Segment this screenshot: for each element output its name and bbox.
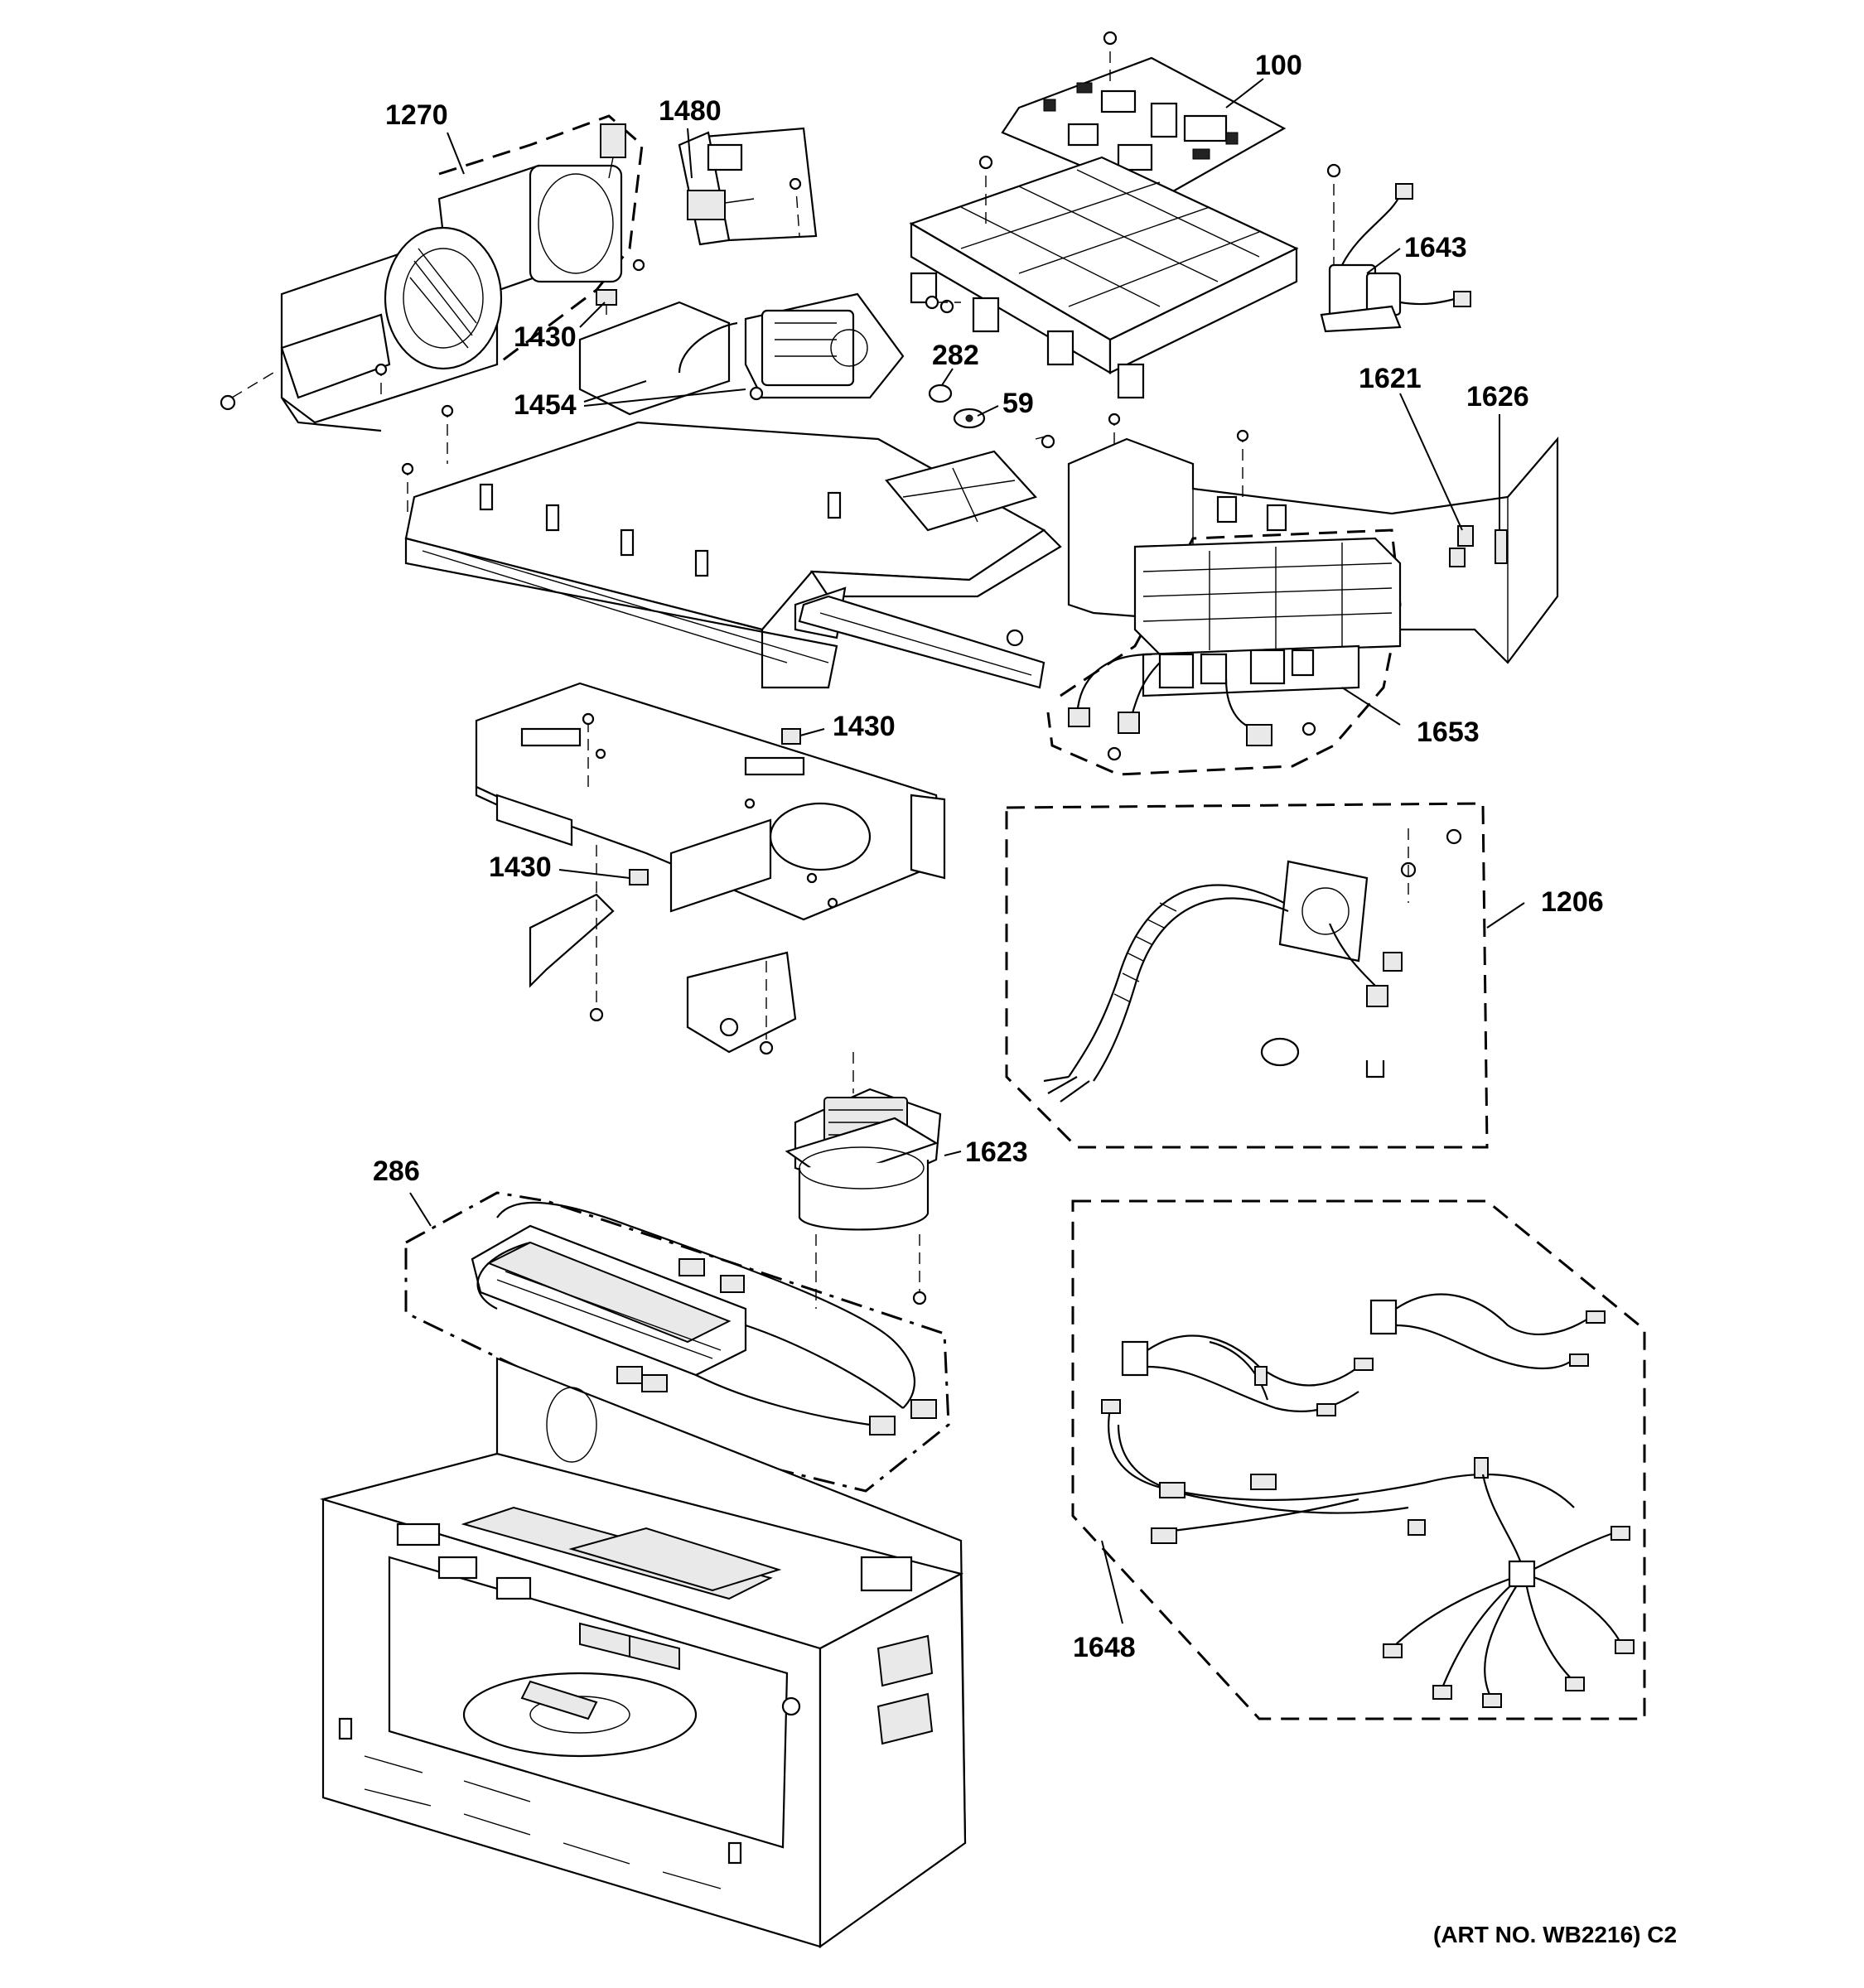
- part-1621-switch: [1449, 525, 1474, 567]
- part-1643-transformer: [1320, 163, 1471, 333]
- lower-support-brackets: [529, 712, 797, 1055]
- part-1454-relay-box: [578, 292, 905, 416]
- middle-chassis-plate: [475, 682, 946, 921]
- part-1430-thermostat-lower: [629, 869, 649, 885]
- part-59-fuse-holder: [953, 408, 986, 429]
- callout-1206: 1206: [1541, 886, 1604, 918]
- lower-rail-bracket: [798, 595, 1045, 689]
- callout-1480: 1480: [659, 95, 722, 127]
- part-282-fuse: [928, 384, 953, 403]
- callout-1621: 1621: [1359, 363, 1422, 394]
- callout-59: 59: [1002, 388, 1034, 419]
- part-1648-wire-harness: [1071, 1199, 1646, 1720]
- callout-1454: 1454: [514, 389, 577, 421]
- part-286-heater-assembly: [404, 1191, 950, 1493]
- art-number: (ART NO. WB2216) C2: [1433, 1922, 1677, 1947]
- callout-1430-top: 1430: [514, 321, 577, 353]
- part-1480-bracket: [678, 127, 818, 246]
- oven-cavity-front-frame: [319, 1357, 967, 1949]
- callout-1643: 1643: [1404, 232, 1467, 263]
- callout-1270: 1270: [385, 99, 448, 131]
- callout-1653: 1653: [1417, 717, 1480, 748]
- part-1653-relay-board: [1046, 528, 1402, 776]
- callout-1430-lower: 1430: [489, 852, 552, 883]
- board-mounting-tray: [909, 155, 1299, 399]
- callout-leader-lines: [409, 78, 1525, 1624]
- screw-1270-left: [220, 372, 274, 411]
- screws-upper-cluster: [632, 258, 1055, 449]
- part-1623-stirrer-motor: [785, 1052, 942, 1309]
- callout-1623: 1623: [965, 1136, 1028, 1168]
- part-1430-thermostat-top: [596, 289, 617, 315]
- part-1626-switch: [1495, 529, 1508, 564]
- callout-286: 286: [373, 1156, 420, 1187]
- upper-chassis-plate: [374, 363, 1062, 689]
- callout-100: 100: [1255, 50, 1302, 81]
- part-1206-power-cord: [1005, 802, 1489, 1149]
- part-1270-fan-duct-assembly: [280, 114, 644, 432]
- callout-1648: 1648: [1073, 1632, 1136, 1663]
- callout-282: 282: [932, 340, 979, 371]
- callout-1430-middle: 1430: [833, 711, 896, 742]
- callout-1626: 1626: [1466, 381, 1529, 413]
- part-1430-thermostat-middle: [781, 728, 801, 745]
- part-100-control-board: [1001, 31, 1287, 200]
